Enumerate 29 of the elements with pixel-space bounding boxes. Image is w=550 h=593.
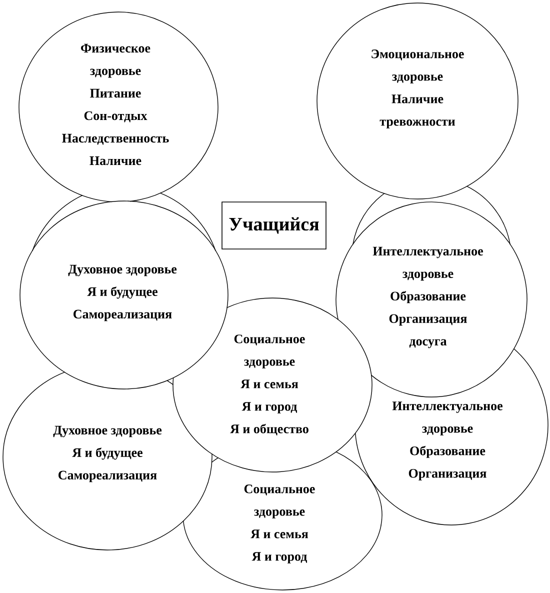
list-item: Я и будущее	[72, 448, 142, 460]
list-item: Я и семья	[250, 530, 308, 538]
heading: Эмоциональное здоровье	[372, 50, 464, 84]
list-item: Образование	[410, 446, 486, 458]
list-item: Я и будущее	[87, 286, 158, 299]
list-item: Наследственность	[62, 134, 169, 145]
heading: Социальное здоровье	[234, 334, 305, 368]
list-item: Наличие тревожности	[380, 94, 456, 128]
heading: Интеллектуальное здоровье	[392, 402, 502, 436]
heading: Духовное здоровье	[68, 264, 177, 276]
list-item: Я и город	[242, 402, 298, 414]
heading: Социальное здоровье	[244, 484, 315, 518]
list-item: Сон-отдых	[84, 111, 148, 122]
list-item: Наличие	[90, 156, 142, 166]
list-item: Я и общество	[230, 424, 308, 436]
heading: Физическое здоровье	[81, 44, 150, 78]
title-box: Учащийся	[222, 202, 326, 250]
list-item: Я и город	[252, 552, 308, 564]
heading: Интеллектуальное здоровье	[372, 246, 483, 281]
list-item: Самореализация	[58, 470, 157, 482]
list-item: Я и семья	[240, 380, 298, 388]
circle	[316, 2, 518, 200]
list-item: Организация	[408, 469, 486, 480]
list-item: Самореализация	[74, 310, 172, 322]
list-item: Образование	[390, 291, 466, 304]
heading: Духовное здоровье	[53, 426, 162, 438]
circle	[20, 200, 228, 390]
list-item: Организация досуга	[389, 314, 467, 348]
list-item: Питание	[90, 88, 141, 98]
